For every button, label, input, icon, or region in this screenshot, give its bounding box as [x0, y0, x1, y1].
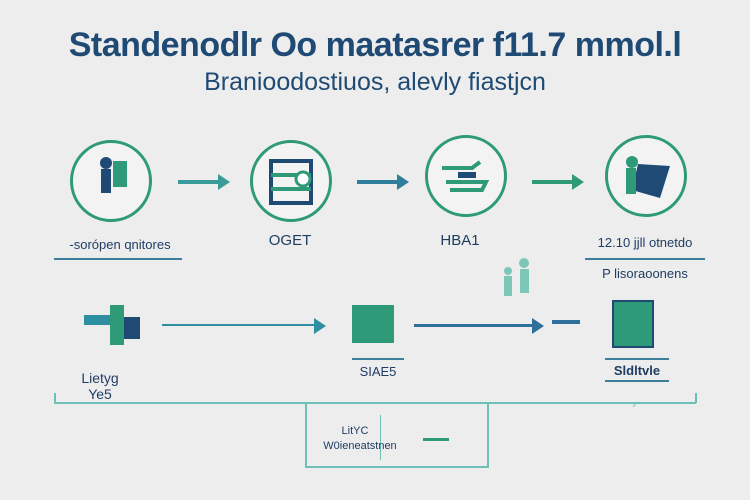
- arrow-right-icon: [162, 318, 326, 334]
- arrow-right-icon: [423, 438, 449, 441]
- checklist-icon: [612, 300, 654, 348]
- lower-label: SIAE5: [359, 364, 397, 379]
- step-label: OGET: [268, 232, 312, 249]
- people-icon: [500, 255, 550, 330]
- step-sublabel: P lisoraoonens: [602, 266, 688, 281]
- tick: [695, 393, 697, 403]
- lower-sublabel: Ye5: [88, 386, 112, 402]
- divider: [605, 358, 669, 360]
- tick: [54, 393, 56, 403]
- arrow-right-icon: [552, 320, 580, 324]
- page-title: Standenodlr Oo maatasrer f11.7 mmol.l: [68, 26, 682, 64]
- box-label: LitYC: [341, 425, 369, 437]
- step-label: -sorópen qnitores: [69, 237, 171, 252]
- hand-test-icon: [425, 135, 507, 217]
- step-label: 12.10 jjll otnetdo: [597, 235, 693, 250]
- divider: [352, 358, 404, 360]
- puzzle-hands-icon: [80, 295, 150, 360]
- divider: [380, 415, 381, 460]
- timeline-axis: [54, 402, 696, 404]
- detail-box: [305, 404, 489, 468]
- arrow-right-icon: [178, 174, 230, 190]
- doctor-chart-icon: [605, 135, 687, 217]
- divider: [585, 258, 705, 260]
- arrow-right-icon: [532, 174, 584, 190]
- arrow-right-icon: [357, 174, 409, 190]
- lower-label: Lietyg: [81, 370, 119, 386]
- divider: [54, 258, 182, 260]
- arrow-right-icon: [414, 318, 544, 334]
- step-label: HBA1: [440, 232, 480, 249]
- person-screening-icon: [70, 140, 152, 222]
- lower-label: Sldltvle: [613, 363, 661, 378]
- timeline-arrow-icon: ›: [632, 397, 636, 411]
- box-label: W0ieneatstnen: [323, 440, 397, 452]
- divider: [605, 380, 669, 382]
- page-subtitle: Branioodostiuos, alevly fiastjcn: [204, 68, 546, 96]
- stage-block-icon: [352, 305, 394, 343]
- lab-building-icon: [250, 140, 332, 222]
